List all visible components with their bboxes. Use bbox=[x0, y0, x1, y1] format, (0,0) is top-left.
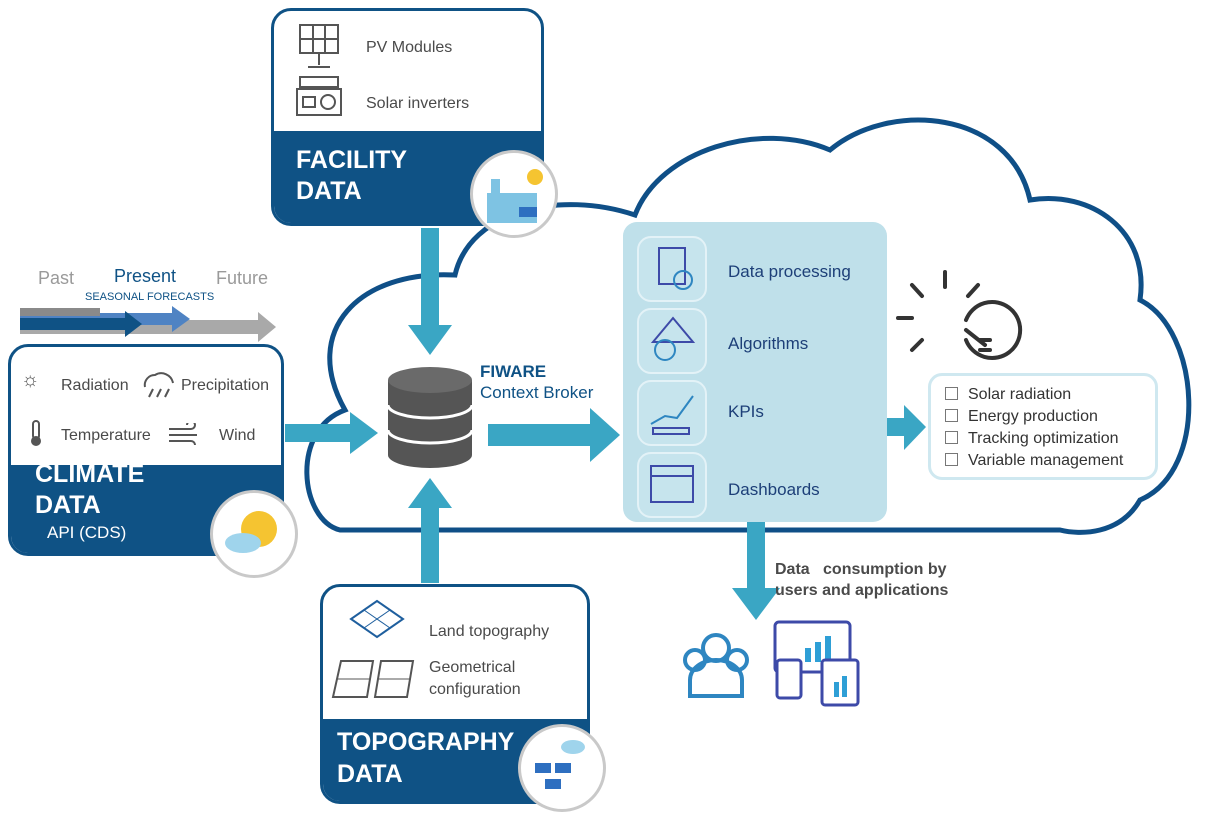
topography-item-land: Land topography bbox=[429, 623, 550, 640]
consumption-label: Data consumption by users and applicatio… bbox=[775, 559, 948, 601]
dashboard-icon bbox=[637, 452, 707, 518]
timeline-future: Future bbox=[216, 268, 269, 288]
climate-subtitle: API (CDS) bbox=[47, 523, 127, 542]
timeline-arrows bbox=[20, 306, 276, 342]
analytics-panel: Data processing Algorithms KPIs Dashboar… bbox=[623, 222, 887, 522]
database-icon bbox=[386, 367, 474, 468]
timeline-present: Present bbox=[114, 266, 177, 286]
algorithms-icon bbox=[637, 308, 707, 374]
inverter-icon bbox=[296, 76, 342, 116]
output-label: Tracking optimization bbox=[968, 430, 1119, 447]
sun-cloud-icon bbox=[210, 490, 298, 578]
checkbox-icon bbox=[945, 409, 958, 422]
output-label: Variable management bbox=[968, 452, 1124, 469]
facility-item-pv-modules: PV Modules bbox=[366, 39, 453, 56]
pv-module-icon bbox=[299, 24, 339, 68]
output-item-energy-production: Energy production bbox=[945, 408, 1098, 426]
flow-arrows bbox=[285, 228, 926, 620]
data-processing-icon bbox=[637, 236, 707, 302]
consumption-line1: Data consumption by bbox=[775, 561, 947, 578]
climate-item-wind: Wind bbox=[219, 427, 256, 444]
checkbox-icon bbox=[945, 453, 958, 466]
timeline-past: Past bbox=[38, 268, 75, 288]
analytics-item-algorithms: Algorithms bbox=[728, 334, 809, 353]
topography-item-geometrical: Geometrical bbox=[429, 659, 516, 676]
facility-title-line2: DATA bbox=[296, 177, 362, 205]
solar-array-icon bbox=[331, 660, 415, 698]
solar-plug-icon bbox=[896, 270, 1023, 360]
precipitation-icon bbox=[143, 372, 174, 398]
output-label: Solar radiation bbox=[968, 386, 1072, 403]
outputs-box: Solar radiation Energy production Tracki… bbox=[928, 373, 1158, 480]
terrain-grid-icon bbox=[349, 599, 405, 639]
climate-title-line2: DATA bbox=[35, 491, 101, 519]
climate-item-temperature: Temperature bbox=[61, 427, 151, 444]
timeline-caption: SEASONAL FORECASTS bbox=[85, 291, 215, 303]
facility-title-line1: FACILITY bbox=[296, 146, 408, 174]
output-item-variable-management: Variable management bbox=[945, 452, 1123, 470]
climate-item-precipitation: Precipitation bbox=[181, 377, 270, 394]
topography-title-line1: TOPOGRAPHY bbox=[337, 728, 515, 756]
topography-title-line2: DATA bbox=[337, 760, 403, 788]
kpi-chart-icon bbox=[637, 380, 707, 446]
output-item-solar-radiation: Solar radiation bbox=[945, 386, 1071, 404]
broker-subtitle: Context Broker bbox=[480, 383, 594, 402]
consumption-line2: users and applications bbox=[775, 582, 949, 599]
solar-farm-icon bbox=[518, 724, 606, 812]
checkbox-icon bbox=[945, 431, 958, 444]
checkbox-icon bbox=[945, 387, 958, 400]
analytics-item-data-processing: Data processing bbox=[728, 262, 851, 281]
broker-name: FIWARE bbox=[480, 362, 547, 381]
output-label: Energy production bbox=[968, 408, 1098, 425]
analytics-item-dashboards: Dashboards bbox=[728, 480, 820, 499]
users-devices-icon bbox=[683, 620, 860, 707]
thermometer-icon bbox=[31, 420, 41, 446]
analytics-item-kpis: KPIs bbox=[728, 402, 764, 421]
output-item-tracking-optimization: Tracking optimization bbox=[945, 430, 1119, 448]
climate-title-line1: CLIMATE bbox=[35, 460, 145, 488]
climate-item-radiation: Radiation bbox=[61, 377, 129, 394]
sun-outline-icon: ☼ bbox=[21, 369, 40, 391]
topography-item-configuration: configuration bbox=[429, 681, 521, 698]
facility-item-solar-inverters: Solar inverters bbox=[366, 95, 470, 112]
wind-icon bbox=[169, 423, 197, 445]
factory-solar-icon bbox=[470, 150, 558, 238]
